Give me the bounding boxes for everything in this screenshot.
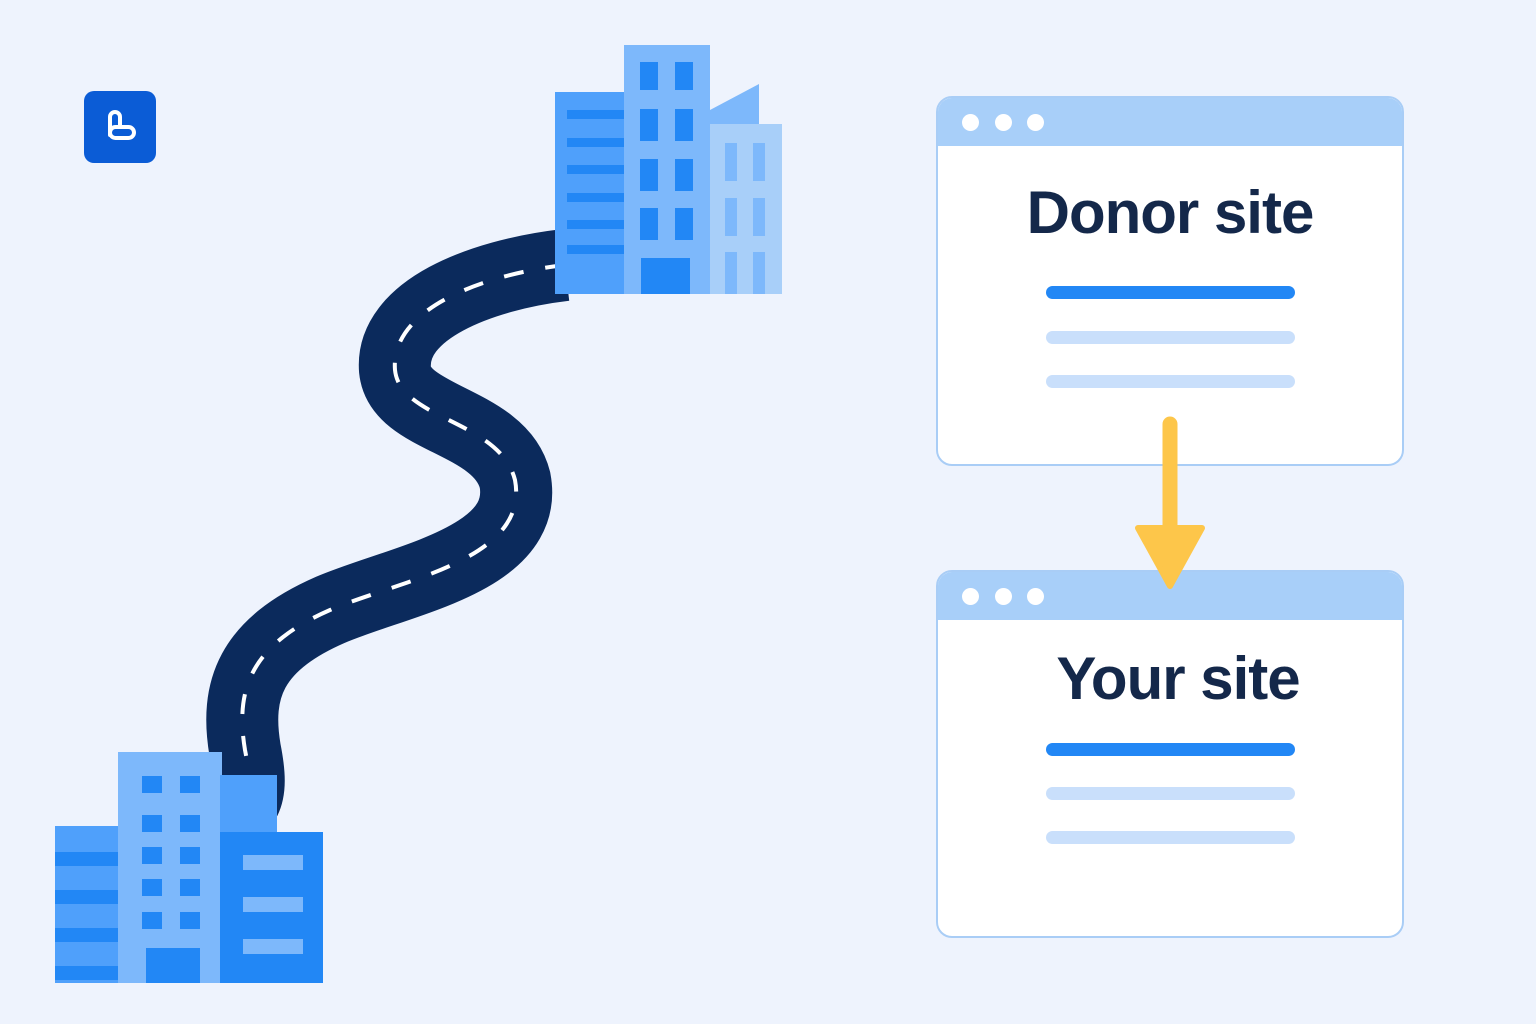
donor-site-title: Donor site xyxy=(1026,179,1315,246)
content-line xyxy=(1046,831,1295,844)
donor-site-window: Donor site xyxy=(936,96,1404,466)
your-site-title: Your site xyxy=(1056,645,1300,712)
window-dot-icon xyxy=(962,114,979,131)
content-line-primary xyxy=(1046,286,1295,299)
content-line xyxy=(1046,375,1295,388)
window-dot-icon xyxy=(995,114,1012,131)
window-dot-icon xyxy=(962,588,979,605)
content-line xyxy=(1046,787,1295,800)
your-site-window: Your site xyxy=(936,570,1404,938)
transfer-arrow-icon xyxy=(1135,416,1205,589)
window-dot-icon xyxy=(1027,588,1044,605)
road-illustration xyxy=(55,45,782,983)
window-dot-icon xyxy=(995,588,1012,605)
content-line-primary xyxy=(1046,743,1295,756)
destination-buildings xyxy=(555,45,782,294)
app-logo xyxy=(84,91,156,163)
winding-road xyxy=(206,229,570,817)
content-line xyxy=(1046,331,1295,344)
window-dot-icon xyxy=(1027,114,1044,131)
window-titlebar xyxy=(938,98,1402,146)
origin-buildings xyxy=(55,752,323,983)
link-b-logo-icon xyxy=(108,110,136,140)
